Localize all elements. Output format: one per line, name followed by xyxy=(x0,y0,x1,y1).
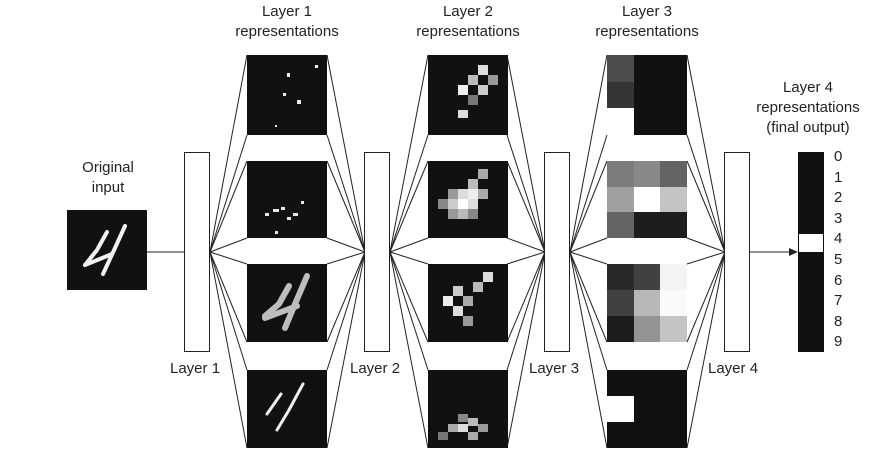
grid-cell xyxy=(633,264,661,290)
output-digit-label: 5 xyxy=(834,251,843,268)
caption-line: Layer 3 xyxy=(621,3,673,20)
layer1-representations-caption: Layer 1 representations xyxy=(212,2,362,42)
grid-cell xyxy=(607,186,634,213)
original-input-image xyxy=(67,210,147,290)
grid-cell xyxy=(633,396,661,422)
activation-map xyxy=(438,169,488,219)
activation-map xyxy=(262,273,310,331)
output-digit-label: 2 xyxy=(834,189,843,207)
grid-cell xyxy=(660,55,687,82)
grid-cell xyxy=(660,316,687,342)
grid-cell xyxy=(607,81,634,109)
layer4-representations-caption: Layer 4 representations (final output) xyxy=(738,78,878,138)
grid-cell xyxy=(633,316,661,342)
activation-map xyxy=(265,382,305,432)
layer3-representation-tile xyxy=(607,264,687,342)
grid-cell xyxy=(660,161,687,187)
caption-line: representations xyxy=(416,23,520,40)
activation-map xyxy=(443,272,493,326)
grid-cell xyxy=(633,186,661,213)
grid-cell xyxy=(633,55,661,82)
grid-cell xyxy=(660,422,687,448)
grid-cell xyxy=(633,370,661,396)
active-output-highlight xyxy=(799,234,823,252)
layer1-representation-tile xyxy=(247,161,327,238)
output-digit-label: 9 xyxy=(834,333,843,351)
layer3-representation-tile xyxy=(607,370,687,448)
output-digit-label: 0 xyxy=(834,148,843,165)
grid-cell xyxy=(607,422,634,448)
activation-map xyxy=(275,65,318,127)
caption-line: representations xyxy=(235,23,339,40)
caption-line: Layer 1 xyxy=(261,3,313,20)
layer1-representation-tile xyxy=(247,370,327,448)
output-digit-label: 4 xyxy=(834,230,843,248)
grid-cell xyxy=(660,264,687,290)
grid-cell xyxy=(660,81,687,109)
grid-cell xyxy=(607,370,634,396)
caption-line: Original xyxy=(82,159,134,176)
layer3-box xyxy=(544,152,570,352)
grid-cell xyxy=(633,161,661,187)
grid-cell xyxy=(607,316,634,342)
caption-line: Layer 2 xyxy=(442,3,494,20)
layer4-label: Layer 4 xyxy=(708,360,759,377)
grid-cell xyxy=(633,108,661,135)
output-digit-label: 3 xyxy=(834,209,843,227)
grid-cell xyxy=(607,108,634,135)
grid-cell xyxy=(633,290,661,316)
grid-cell xyxy=(607,264,634,290)
grid-cell xyxy=(660,370,687,396)
layer1-representation-tile xyxy=(247,264,327,342)
grid-cell xyxy=(607,55,634,82)
layer2-representation-tile xyxy=(428,161,508,238)
original-input-caption: Original input xyxy=(58,158,158,198)
layer2-representation-tile xyxy=(428,370,508,448)
caption-line: input xyxy=(91,179,125,196)
activation-map xyxy=(265,201,304,234)
grid-cell xyxy=(633,212,661,238)
caption-line: representations xyxy=(756,99,860,116)
grid-cell xyxy=(660,396,687,422)
grid-cell xyxy=(660,290,687,316)
layer3-representations-caption: Layer 3 representations xyxy=(572,2,722,42)
output-digit-label: 1 xyxy=(834,168,843,186)
layer2-box xyxy=(364,152,390,352)
layer2-representation-tile xyxy=(428,264,508,342)
layer1-representation-tile xyxy=(247,55,327,135)
grid-cell xyxy=(607,396,634,422)
layer2-representation-tile xyxy=(428,55,508,135)
caption-line: representations xyxy=(595,23,699,40)
caption-line: Layer 4 xyxy=(782,79,834,96)
layer1-label: Layer 1 xyxy=(170,360,221,377)
output-digit-label: 7 xyxy=(834,292,843,310)
layer1-box xyxy=(184,152,210,352)
layer3-representation-tile xyxy=(607,55,687,135)
caption-line: (final output) xyxy=(766,119,850,136)
grid-cell xyxy=(660,186,687,213)
grid-cell xyxy=(660,108,687,135)
grid-cell xyxy=(607,290,634,316)
output-digit-label: 8 xyxy=(834,312,843,330)
layer2-representations-caption: Layer 2 representations xyxy=(393,2,543,42)
grid-cell xyxy=(607,212,634,238)
layer3-label: Layer 3 xyxy=(529,360,580,377)
activation-map xyxy=(458,65,498,118)
activation-map xyxy=(438,414,488,440)
grid-cell xyxy=(607,161,634,187)
final-output-column xyxy=(798,152,824,352)
handwritten-digit-4 xyxy=(83,224,127,276)
layer2-label: Layer 2 xyxy=(350,360,401,377)
layer4-box xyxy=(724,152,750,352)
layer3-representation-tile xyxy=(607,161,687,238)
output-digit-label: 6 xyxy=(834,271,843,289)
grid-cell xyxy=(633,422,661,448)
grid-cell xyxy=(633,81,661,109)
grid-cell xyxy=(660,212,687,238)
